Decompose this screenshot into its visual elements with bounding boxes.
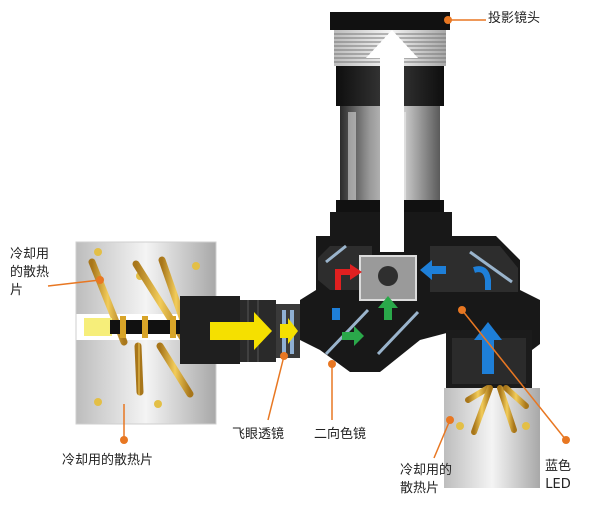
blue-led-label: 蓝色LED (544, 459, 571, 492)
projection-lens-label: 投影镜头 (488, 11, 541, 26)
dichroic-mirrors (324, 255, 420, 356)
heatsink-right (444, 385, 540, 488)
heatsink-left (75, 241, 217, 425)
heatsink-bottom-label: 冷却用的散热片 (62, 453, 154, 468)
heatsink-left-label: 冷却用的散热片 (10, 247, 50, 298)
heatsink-right-label: 冷却用的散热片 (400, 463, 453, 496)
green-arrow (342, 296, 398, 346)
yellow-arrow (210, 312, 298, 350)
light-path-arrows (210, 30, 502, 374)
white-output-arrow (366, 30, 418, 252)
fly-eye-lens-label: 飞眼透镜 (232, 427, 285, 442)
dichroic-mirror-label: 二向色镜 (314, 427, 367, 442)
leader-lines (47, 16, 570, 459)
red-arrow (335, 264, 362, 290)
